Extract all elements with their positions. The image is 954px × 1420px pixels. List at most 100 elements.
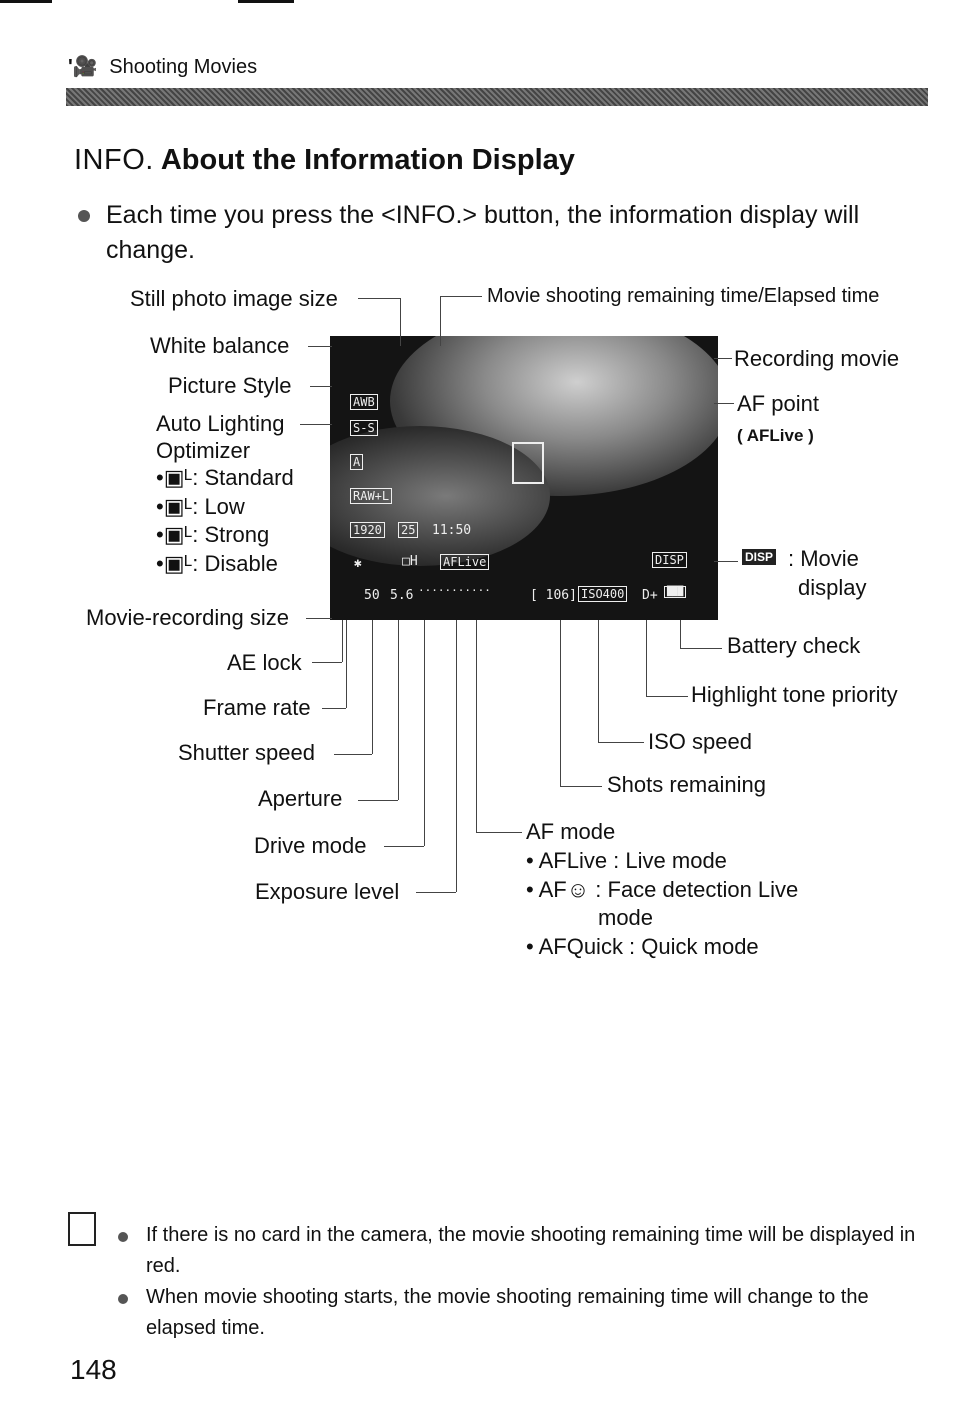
leader-line bbox=[476, 620, 477, 832]
top-rule-left bbox=[0, 0, 52, 3]
note-2: When movie shooting starts, the movie sh… bbox=[146, 1282, 916, 1344]
osd-battery: ███ bbox=[664, 586, 686, 598]
leader-line bbox=[400, 298, 401, 346]
label-alo-2: Optimizer bbox=[156, 438, 250, 464]
label-recording: Recording movie bbox=[734, 346, 899, 372]
leader-line bbox=[714, 403, 734, 404]
osd-alo: A bbox=[350, 454, 363, 470]
intro-text: Each time you press the <INFO.> button, … bbox=[106, 198, 926, 268]
camera-screen: AWB S-S A RAW+L 1920 25 11:50 ✱ □H AFLiv… bbox=[330, 336, 718, 620]
osd-frame-rate: 25 bbox=[398, 522, 418, 538]
af-mode-item: mode bbox=[598, 905, 653, 931]
label-frame-rate: Frame rate bbox=[203, 695, 311, 721]
movie-icon: '🎥 bbox=[68, 56, 98, 78]
leader-line bbox=[358, 298, 400, 299]
label-af-mode: AF mode bbox=[526, 819, 615, 845]
header-band bbox=[66, 88, 928, 106]
osd-style: S-S bbox=[350, 420, 378, 436]
disp-icon: DISP bbox=[742, 549, 776, 565]
note-icon bbox=[68, 1212, 96, 1246]
osd-movie-size: 1920 bbox=[350, 522, 385, 538]
label-alo-1: Auto Lighting bbox=[156, 411, 284, 437]
page-number: 148 bbox=[70, 1354, 117, 1386]
leader-line bbox=[300, 424, 332, 425]
leader-line bbox=[346, 620, 347, 708]
top-rule-right bbox=[238, 0, 294, 3]
leader-line bbox=[308, 346, 332, 347]
section-header: '🎥 Shooting Movies bbox=[68, 54, 257, 79]
label-ae-lock: AE lock bbox=[227, 650, 302, 676]
leader-line bbox=[440, 296, 482, 297]
osd-exposure-scale: ··········· bbox=[418, 584, 491, 597]
osd-aperture: 5.6 bbox=[390, 588, 413, 603]
leader-line bbox=[416, 892, 456, 893]
leader-line bbox=[680, 620, 681, 648]
osd-time: 11:50 bbox=[432, 523, 471, 538]
osd-raw: RAW+L bbox=[350, 488, 392, 504]
alo-item: •▣ᴸ: Low bbox=[156, 494, 245, 520]
leader-line bbox=[714, 358, 732, 359]
title-text: About the Information Display bbox=[161, 144, 575, 176]
page-title: INFO. About the Information Display bbox=[74, 144, 575, 177]
bullet-icon bbox=[118, 1294, 128, 1304]
label-movie-size: Movie-recording size bbox=[86, 605, 289, 631]
bullet-icon bbox=[78, 210, 90, 222]
leader-line bbox=[680, 648, 722, 649]
label-still-size: Still photo image size bbox=[130, 286, 338, 312]
leader-line bbox=[598, 620, 599, 742]
label-iso: ISO speed bbox=[648, 729, 752, 755]
leader-line bbox=[358, 800, 398, 801]
leader-line bbox=[476, 832, 522, 833]
leader-line bbox=[424, 620, 425, 846]
af-mode-item: • AF☺ : Face detection Live bbox=[526, 877, 798, 903]
leader-line bbox=[714, 561, 738, 562]
osd-disp: DISP bbox=[652, 552, 687, 568]
af-mode-item: • AFQuick : Quick mode bbox=[526, 934, 759, 960]
leader-line bbox=[598, 742, 644, 743]
label-picture-style: Picture Style bbox=[168, 373, 292, 399]
osd-shutter: 50 bbox=[364, 588, 380, 603]
leader-line bbox=[312, 662, 342, 663]
leader-line bbox=[306, 618, 332, 619]
af-mode-item: • AFLive : Live mode bbox=[526, 848, 727, 874]
osd-ae-lock: ✱ bbox=[354, 556, 362, 571]
osd-drive: □H bbox=[402, 554, 418, 569]
leader-line bbox=[560, 786, 602, 787]
label-shots: Shots remaining bbox=[607, 772, 766, 798]
alo-item: •▣ᴸ: Disable bbox=[156, 551, 278, 577]
leader-line bbox=[646, 696, 688, 697]
note-1: If there is no card in the camera, the m… bbox=[146, 1220, 916, 1282]
label-highlight: Highlight tone priority bbox=[691, 682, 898, 708]
label-aperture: Aperture bbox=[258, 786, 342, 812]
osd-awb: AWB bbox=[350, 394, 378, 410]
leader-line bbox=[440, 296, 441, 346]
label-shutter: Shutter speed bbox=[178, 740, 315, 766]
af-point-frame bbox=[512, 442, 544, 484]
leader-line bbox=[322, 708, 346, 709]
leader-line bbox=[372, 620, 373, 754]
label-movie-display-2: display bbox=[798, 575, 866, 601]
label-battery: Battery check bbox=[727, 633, 860, 659]
label-af-point-sub: ( AFLive ) bbox=[737, 423, 814, 449]
label-drive: Drive mode bbox=[254, 833, 366, 859]
alo-item: •▣ᴸ: Standard bbox=[156, 465, 294, 491]
alo-item: •▣ᴸ: Strong bbox=[156, 522, 269, 548]
leader-line bbox=[342, 620, 343, 662]
section-title: Shooting Movies bbox=[109, 56, 257, 78]
leader-line bbox=[646, 620, 647, 696]
leader-line bbox=[456, 620, 457, 892]
bullet-icon bbox=[118, 1232, 128, 1242]
leader-line bbox=[560, 620, 561, 786]
leader-line bbox=[384, 846, 424, 847]
leader-line bbox=[310, 386, 332, 387]
leader-line bbox=[398, 620, 399, 800]
label-white-balance: White balance bbox=[150, 333, 289, 359]
label-remaining-time: Movie shooting remaining time/Elapsed ti… bbox=[487, 283, 879, 309]
leader-line bbox=[334, 754, 372, 755]
osd-iso: ISO400 bbox=[578, 586, 627, 602]
osd-highlight: D+ bbox=[642, 588, 658, 603]
osd-shots: [ 106] bbox=[530, 588, 577, 603]
label-movie-display-1: : Movie bbox=[788, 546, 859, 572]
info-key: INFO. bbox=[74, 144, 154, 176]
label-af-point: AF point bbox=[737, 391, 819, 417]
